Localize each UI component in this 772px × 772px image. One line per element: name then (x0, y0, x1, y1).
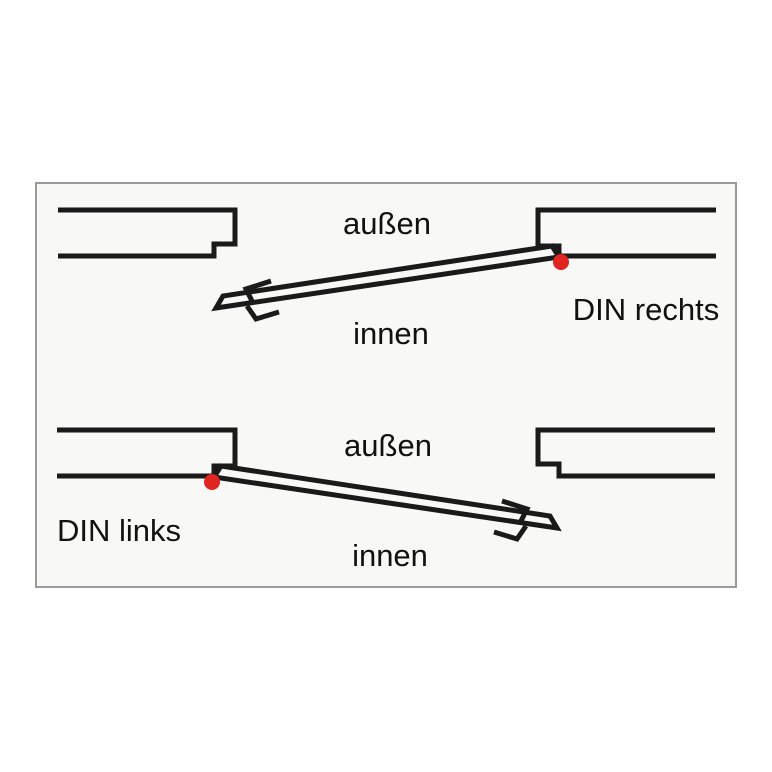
din-rechts-label: DIN rechts (573, 292, 719, 327)
inside-label-top: innen (353, 316, 429, 351)
inside-label-bottom: innen (352, 538, 428, 573)
outside-label-bottom: außen (344, 428, 432, 463)
diagram-panel (35, 182, 737, 588)
din-links-label: DIN links (57, 513, 181, 548)
outside-label-top: außen (343, 206, 431, 241)
